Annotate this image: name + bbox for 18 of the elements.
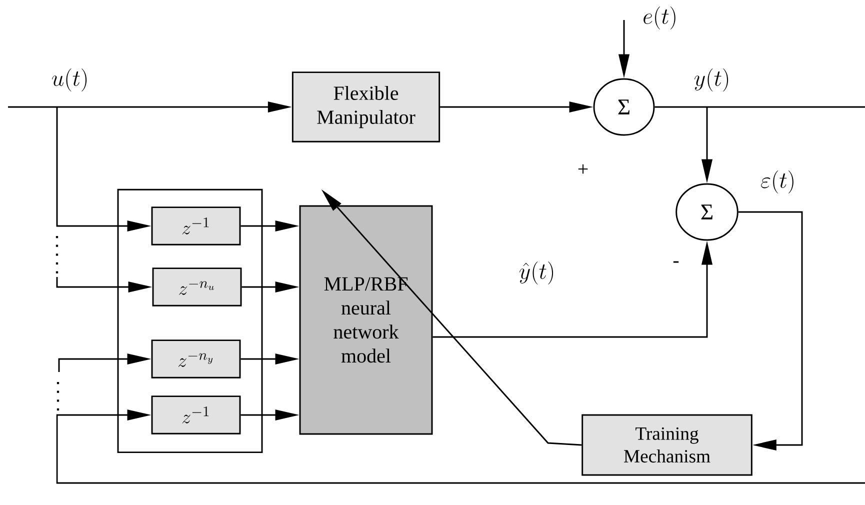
signal-label: $\varepsilon(t)$ (761, 170, 794, 194)
delay-box: $z^{-n_u}$ (152, 268, 242, 306)
sign-label: + (578, 164, 588, 174)
model-box: MLP/RBF neural network model (299, 205, 433, 435)
summing-junction: Σ (593, 78, 655, 136)
process-box: Flexible Manipulator (292, 72, 440, 142)
signal-label: $e(t)$ (644, 6, 676, 30)
signal-label: $u(t)$ (52, 68, 87, 92)
arrow (56, 409, 865, 484)
delay-box: $z^{-1}$ (151, 206, 241, 246)
process-box: Training Mechanism (582, 414, 752, 476)
signal-label: $\hat{y}(t)$ (519, 262, 554, 285)
delay-box: $z^{-1}$ (151, 396, 241, 434)
arrow (738, 211, 803, 451)
summing-junction: Σ (676, 183, 738, 241)
delay-box: $z^{-n_y}$ (151, 340, 241, 378)
signal-label: $y(t)$ (694, 68, 728, 92)
sign-label: - (673, 261, 679, 263)
